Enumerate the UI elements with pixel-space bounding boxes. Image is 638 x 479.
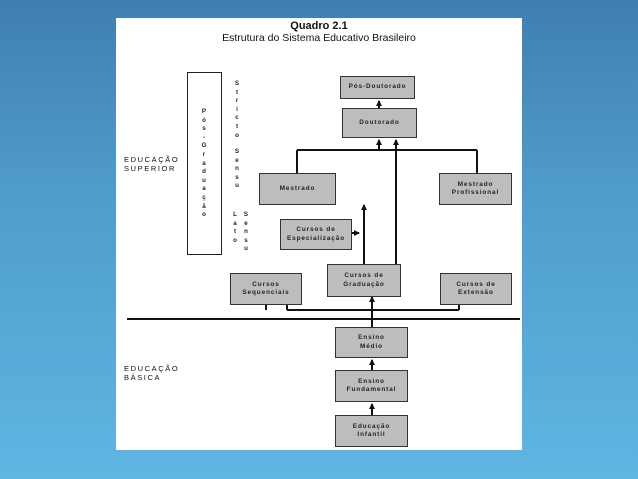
box-mestrado: Mestrado [259, 173, 336, 205]
label-lato: L a t o [233, 211, 237, 244]
box-cursos-sequenciais: Cursos Sequenciais [230, 273, 302, 305]
label-pos-graduacao: P ó s - G r a d u a ç ã o [201, 108, 207, 219]
box-mestrado-profissional: Mestrado Profissional [439, 173, 512, 205]
box-cursos-especializacao: Cursos de Especialização [280, 219, 352, 250]
label-sensu-stricto: S e n s u [234, 148, 240, 190]
quadro-title: Quadro 2.1 [290, 20, 348, 32]
box-cursos-graduacao: Cursos de Graduação [327, 264, 401, 297]
pos-graduacao-frame [187, 72, 222, 255]
box-cursos-extensao: Cursos de Extensão [440, 273, 512, 305]
box-ensino-fundamental: Ensino Fundamental [335, 370, 408, 402]
label-sensu-lato: S e n s u [243, 211, 249, 253]
box-educacao-infantil: Educação Infantil [335, 415, 408, 447]
box-ensino-medio: Ensino Médio [335, 327, 408, 358]
box-doutorado: Doutorado [342, 108, 417, 138]
label-stricto: S t r i c t o [234, 80, 240, 139]
box-pos-doutorado: Pós-Doutorado [340, 76, 415, 99]
label-educacao-superior: EDUCAÇÃO SUPERIOR [124, 155, 180, 173]
quadro-subtitle: Estrutura do Sistema Educativo Brasileir… [222, 32, 416, 44]
label-educacao-basica: EDUCAÇÃO BÁSICA [124, 364, 180, 382]
